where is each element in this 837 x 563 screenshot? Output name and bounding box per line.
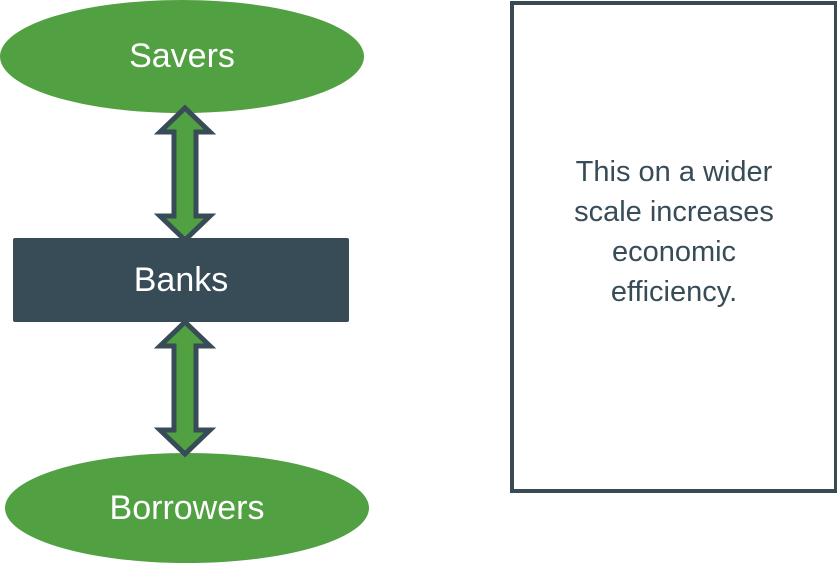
banks-node: Banks xyxy=(13,238,349,322)
borrowers-label: Borrowers xyxy=(109,488,265,527)
savers-banks-double-arrow xyxy=(153,104,217,244)
borrowers-node: Borrowers xyxy=(5,453,369,563)
banks-borrowers-double-arrow xyxy=(153,318,217,458)
savers-label: Savers xyxy=(129,37,235,75)
note-text: This on a wider scale increases economic… xyxy=(574,156,774,308)
banks-label: Banks xyxy=(133,260,229,299)
note-box: This on a wider scale increases economic… xyxy=(510,1,837,493)
savers-node: Savers xyxy=(0,0,364,113)
